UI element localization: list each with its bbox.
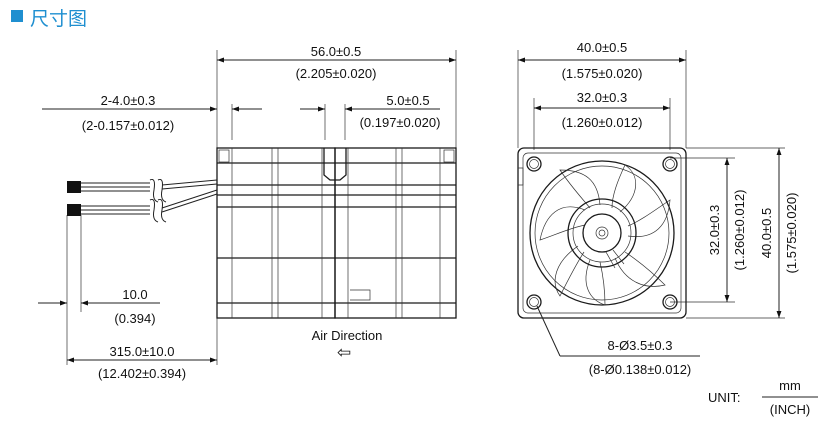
airflow-label: Air Direction bbox=[312, 328, 383, 343]
unit-legend: UNIT: mm (INCH) bbox=[708, 378, 818, 417]
title-square-icon bbox=[11, 10, 23, 22]
lead-length-label: 315.0±10.0 bbox=[110, 344, 175, 359]
unit-prefix: UNIT: bbox=[708, 390, 741, 405]
rib-width-inch-label: (0.197±0.020) bbox=[360, 115, 441, 130]
hole-pitch-vertical-inch-label: (1.260±0.012) bbox=[732, 190, 747, 271]
fan-front bbox=[517, 147, 687, 319]
lead-length-inch-label: (12.402±0.394) bbox=[98, 366, 186, 381]
overall-length-inch-label: (2.205±0.020) bbox=[296, 66, 377, 81]
rib-width-label: 5.0±0.5 bbox=[386, 93, 429, 108]
unit-numerator: mm bbox=[779, 378, 801, 393]
lead-spacing-inch-label: (2-0.157±0.012) bbox=[82, 118, 174, 133]
side-view: 56.0±0.5 (2.205±0.020) 2-4.0±0.3 (2-0.15… bbox=[38, 44, 457, 381]
lead-wires bbox=[67, 179, 218, 223]
hole-pitch-label: 32.0±0.3 bbox=[577, 90, 628, 105]
frame-width-label: 40.0±0.5 bbox=[577, 40, 628, 55]
strip-length-label: 10.0 bbox=[122, 287, 147, 302]
mounting-holes-label: 8-Ø3.5±0.3 bbox=[608, 338, 673, 353]
front-view: 40.0±0.5 (1.575±0.020) 32.0±0.3 (1.260±0… bbox=[517, 40, 799, 377]
hole-pitch-inch-label: (1.260±0.012) bbox=[562, 115, 643, 130]
frame-height-label: 40.0±0.5 bbox=[759, 208, 774, 259]
airflow-arrow-icon: ⇦ bbox=[337, 343, 351, 363]
fan-body-side bbox=[216, 147, 457, 319]
overall-length-label: 56.0±0.5 bbox=[311, 44, 362, 59]
mounting-holes-inch-label: (8-Ø0.138±0.012) bbox=[589, 362, 692, 377]
unit-denominator: (INCH) bbox=[770, 402, 810, 417]
frame-height-inch-label: (1.575±0.020) bbox=[784, 193, 799, 274]
strip-length-inch-label: (0.394) bbox=[114, 311, 155, 326]
hole-pitch-vertical-label: 32.0±0.3 bbox=[707, 205, 722, 256]
lead-spacing-label: 2-4.0±0.3 bbox=[101, 93, 156, 108]
frame-width-inch-label: (1.575±0.020) bbox=[562, 66, 643, 81]
section-title: 尺寸图 bbox=[30, 8, 87, 30]
